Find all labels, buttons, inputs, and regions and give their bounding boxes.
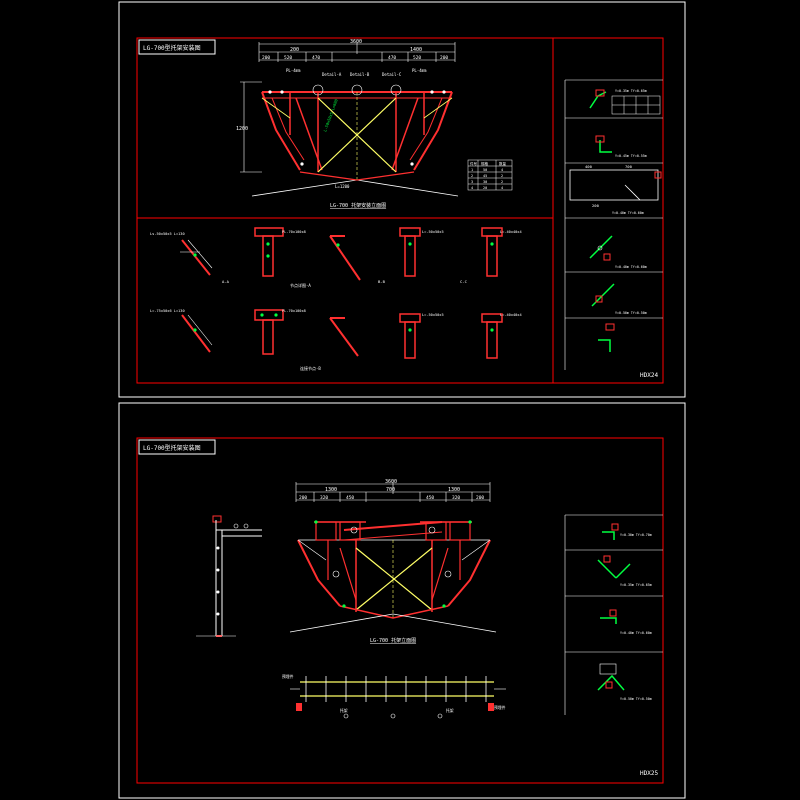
side-value: Y=0.40m Tf=0.60m: [612, 211, 644, 215]
detail-caption: 连接节点-B: [300, 365, 321, 371]
sheet-2-dim-seg: 320: [452, 495, 460, 501]
side-detail-column: [564, 79, 663, 370]
sheet-2: LG-700型托架安装图 HDX25 3600 1300 700 1300 20…: [118, 402, 686, 799]
side-detail-column-2: [564, 514, 663, 715]
detail-caption: 节点详图-A: [290, 282, 311, 288]
table-cell: 2: [501, 180, 503, 184]
table-cell: 45: [483, 174, 487, 178]
sheet-1-dim-seg: 200: [262, 55, 270, 61]
sheet-1-dim-seg: 520: [284, 55, 292, 61]
side-value: Y=0.50m Tf=0.50m: [615, 311, 647, 315]
table-cell: 50: [483, 168, 487, 172]
sheet-1-truss-elevation: [251, 84, 459, 197]
detail-label: L=-50x50x5: [422, 313, 444, 317]
table-cell: 4: [501, 186, 503, 190]
side-value: Y=0.40m Tf=0.60m: [620, 631, 652, 635]
table-header: 件号: [470, 161, 478, 166]
sheet-1-dim-seg: 520: [413, 55, 421, 61]
table-cell: 4: [471, 186, 473, 190]
callout-label: PL-4mm: [286, 68, 301, 73]
side-dim: 200: [592, 203, 600, 208]
node-details-row-2: [181, 309, 503, 359]
side-dim: 400: [585, 164, 593, 169]
parts-table: [467, 159, 513, 191]
sheet-2-dim-seg: 320: [320, 495, 328, 501]
table-header: 数量: [499, 161, 507, 166]
sheet-1-dim-total: 3600: [350, 39, 362, 45]
sheet-1-dim-seg: 470: [312, 55, 320, 61]
side-section-view: [196, 515, 262, 637]
sheet-2-sheet-number: HDX25: [640, 770, 658, 777]
detail-label: Ls-50x50x5 L=130: [150, 232, 185, 236]
table-cell: 1: [471, 168, 473, 172]
sheet-1-left-dim-value: 1200: [236, 126, 248, 132]
sheet-2-top-dimensions: [295, 482, 491, 502]
callout-label: Detail-C: [382, 72, 402, 77]
callout-label: Detail-A: [322, 72, 342, 77]
sheet-1-title: LG-700型托架安装图: [143, 44, 201, 52]
table-cell: 30: [483, 180, 487, 184]
table-cell: 2: [501, 174, 503, 178]
callout-label: PL-4mm: [412, 68, 427, 73]
sheet-1-dim-half-left: 200: [290, 47, 299, 53]
side-value: Y=0.35m Tf=0.65m: [615, 89, 647, 93]
sheet-2-dim-seg: 200: [299, 495, 307, 501]
sheet-2-dim-center: 700: [386, 487, 395, 493]
sheet-2-dim-half: 1300: [448, 487, 460, 493]
plan-label: 托架: [340, 708, 348, 713]
sheet-2-dim-seg: 450: [426, 495, 434, 501]
table-cell: 3: [471, 180, 473, 184]
callout-label: Detail-B: [350, 72, 370, 77]
sheet-2-title-box: [138, 439, 216, 455]
detail-label: L=-50x50x5: [422, 230, 444, 234]
plan-label: 预埋件: [282, 674, 294, 679]
detail-caption: B-B: [378, 279, 386, 284]
sheet-2-title: LG-700型托架安装图: [143, 444, 201, 452]
table-header: 规格: [481, 161, 489, 166]
side-value: Y=0.40m Tf=0.60m: [615, 265, 647, 269]
detail-label: PL-70x100x8: [282, 230, 306, 234]
sheet-1-sheet-number: HDX24: [640, 372, 658, 379]
sheet-1-title-box: [138, 39, 216, 55]
table-cell: 4: [501, 168, 503, 172]
sheet-2-border: [136, 437, 664, 784]
table-cell: 2: [471, 174, 473, 178]
sheet-1-left-dimension: [240, 81, 262, 173]
sheet-1-elevation-caption: LG-700 托架安装立面图: [330, 202, 386, 209]
detail-caption: C-C: [460, 279, 467, 284]
sheet-1-dim-seg: 200: [440, 55, 448, 61]
detail-label: L=-40x40x4: [500, 230, 522, 234]
sheet-1: LG-700型托架安装图 HDX24 3600 200 1400 200 520…: [118, 1, 686, 398]
detail-label: L=-75x50x6 L=130: [150, 309, 185, 313]
side-value: Y=0.35m Tf=0.65m: [620, 583, 652, 587]
node-details-row-1: [180, 227, 503, 281]
side-value: Y=0.30m Tf=0.70m: [620, 533, 652, 537]
side-value: Y=0.45m Tf=0.55m: [615, 154, 647, 158]
sheet-2-frame: [118, 402, 686, 799]
plan-label: 托架: [446, 708, 454, 713]
sheet-2-dim-total: 3600: [385, 479, 397, 485]
bottom-label: L=1200: [335, 184, 350, 189]
plan-label: 预埋件: [494, 705, 506, 710]
sheet-2-dim-half: 1300: [325, 487, 337, 493]
sheet-2-elevation-caption: LG-700 托架立面图: [370, 637, 416, 644]
detail-label: L=-40x40x4: [500, 313, 522, 317]
detail-caption: A-A: [222, 279, 230, 284]
sheet-2-dim-seg: 450: [346, 495, 354, 501]
sheet-1-top-dimensions: [258, 42, 456, 62]
sheet-1-dim-half-right: 1400: [410, 47, 422, 53]
table-cell: 20: [483, 186, 487, 190]
side-dim: 700: [625, 164, 633, 169]
sheet-2-dim-seg: 200: [476, 495, 484, 501]
sheet-1-frame: [118, 1, 686, 398]
plan-view: [290, 676, 506, 719]
detail-label: PL-70x100x8: [282, 309, 306, 313]
sheet-1-dim-seg: 470: [388, 55, 396, 61]
sheet-2-truss-elevation: [289, 520, 497, 633]
side-value: Y=0.50m Tf=0.50m: [620, 697, 652, 701]
sheet-1-border: [136, 37, 664, 384]
